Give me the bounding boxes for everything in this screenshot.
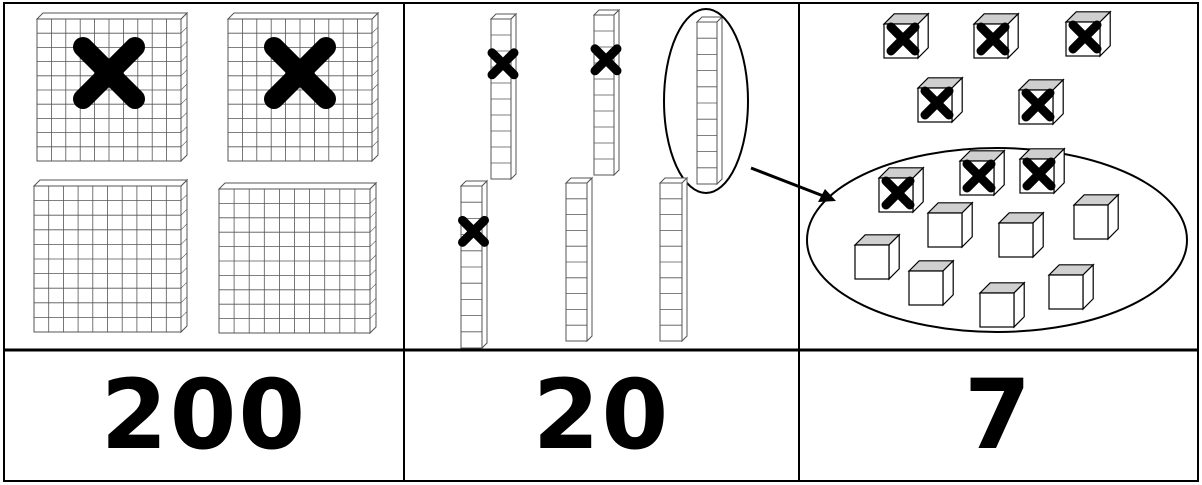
- tens-cell: [461, 9, 836, 348]
- hundred-flat: [219, 183, 376, 333]
- ten-rod: [461, 181, 487, 348]
- unit-cube: [974, 14, 1018, 58]
- unit-cube: [855, 235, 899, 279]
- tens-value: 20: [404, 352, 799, 478]
- regroup-arrow: [751, 168, 836, 202]
- unit-cube: [928, 203, 972, 247]
- hundred-flat: [37, 13, 187, 161]
- unit-cube: [918, 78, 962, 122]
- hundreds-value: 200: [4, 352, 404, 478]
- ones-value: 7: [799, 352, 1198, 478]
- ten-rod: [697, 17, 722, 184]
- unit-cube: [1020, 149, 1064, 193]
- ten-rod: [566, 178, 592, 341]
- unit-cube: [884, 14, 928, 58]
- unit-cube: [960, 151, 1004, 195]
- unit-cube: [879, 168, 923, 212]
- unit-cube: [1074, 195, 1118, 239]
- ten-rod: [491, 14, 516, 179]
- unit-cube: [1019, 80, 1063, 124]
- hundreds-cell: [34, 13, 378, 333]
- unit-cube: [980, 283, 1024, 327]
- ones-cell: [807, 12, 1187, 332]
- unit-cube: [1066, 12, 1110, 56]
- unit-cube: [909, 261, 953, 305]
- ten-rod: [660, 178, 687, 341]
- unit-cube: [999, 213, 1043, 257]
- ten-rod: [594, 10, 619, 175]
- unit-cube: [1049, 265, 1093, 309]
- hundred-flat: [228, 13, 378, 161]
- hundred-flat: [34, 180, 187, 332]
